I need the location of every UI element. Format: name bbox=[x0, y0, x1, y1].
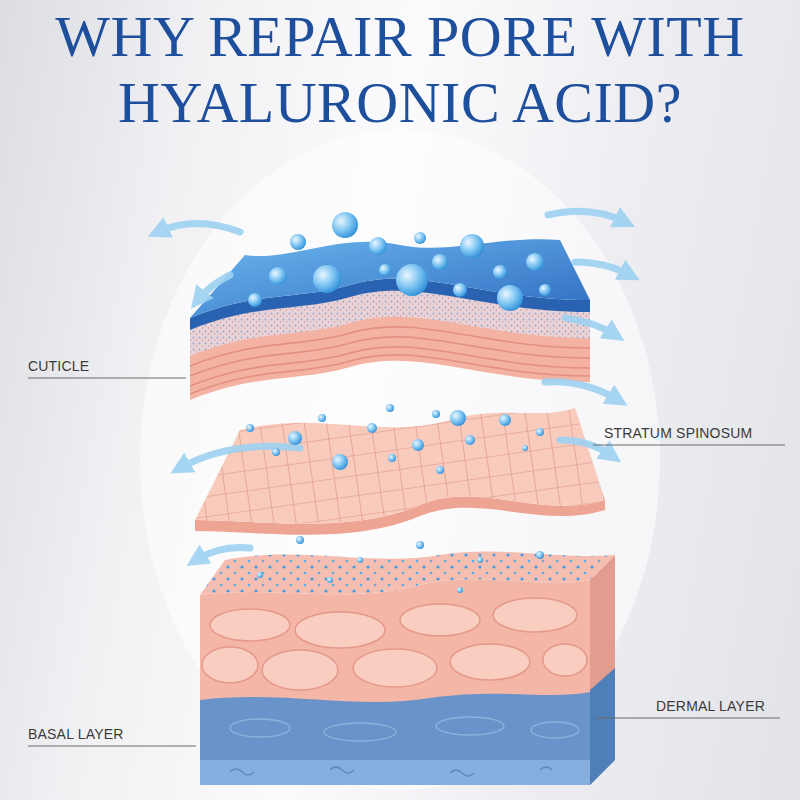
skin-block bbox=[200, 551, 615, 785]
spinosum-sheet bbox=[195, 408, 605, 535]
layer-label: DERMAL LAYER bbox=[656, 698, 765, 714]
cuticle-sheet bbox=[190, 239, 590, 400]
leader-lines bbox=[28, 378, 785, 746]
title: WHY REPAIR PORE WITH HYALURONIC ACID? bbox=[40, 4, 760, 136]
layer-label: BASAL LAYER bbox=[28, 726, 124, 742]
background-glow bbox=[140, 130, 660, 790]
hyaluronic-bubbles bbox=[246, 212, 551, 593]
layer-label: CUTICLE bbox=[28, 358, 89, 374]
moisture-arrows bbox=[158, 211, 630, 560]
layer-label: STRATUM SPINOSUM bbox=[604, 425, 752, 441]
